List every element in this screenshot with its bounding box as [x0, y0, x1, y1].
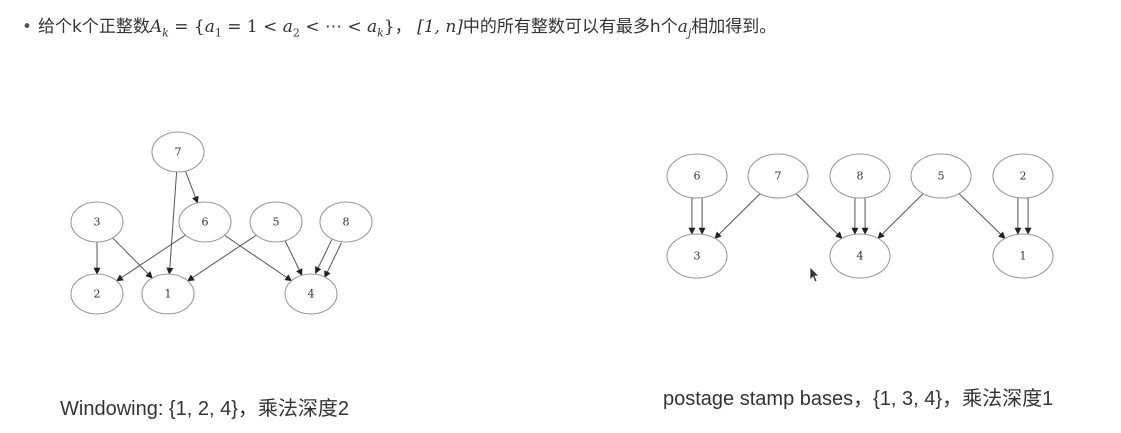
edge-6-to-2: [116, 234, 186, 282]
mouse-cursor-icon: [809, 266, 820, 283]
definition-text-before: 给个k个正整数: [38, 17, 150, 37]
node-7: 7: [151, 131, 205, 173]
edge-7-to-3: [714, 193, 761, 239]
node-7: 7: [747, 153, 809, 199]
edge-6-to-4: [224, 234, 293, 282]
edge-5-to-1: [958, 193, 1006, 239]
right-graph: 6 7 8 5 2 3 4 1: [666, 153, 1054, 279]
node-3-label: 3: [694, 250, 701, 263]
math-set-A: Ak = {a1 = 1 < a2 < ⋯ < ak}: [149, 17, 395, 40]
definition-text-mid: 中的所有整数可以有最多h个: [462, 17, 678, 37]
node-4-label: 4: [308, 288, 315, 301]
node-1: 1: [141, 273, 195, 315]
node-1-label: 1: [165, 288, 172, 301]
node-6: 6: [178, 201, 232, 243]
node-2: 2: [992, 153, 1054, 199]
definition-text-after: 相加得到。: [691, 17, 777, 37]
definition-separator: ，: [394, 17, 418, 37]
node-2-label: 2: [94, 288, 101, 301]
node-2: 2: [70, 273, 124, 315]
node-8-label: 8: [857, 170, 864, 183]
bullet-dot: •: [22, 17, 33, 37]
node-4-label: 4: [857, 250, 864, 263]
node-1-label: 1: [1020, 250, 1027, 263]
math-interval: [1, n]: [417, 17, 463, 37]
node-8: 8: [829, 153, 891, 199]
left-graph: 7 3 6 5 8 2 1 4: [70, 131, 373, 315]
node-5-label: 5: [273, 216, 280, 229]
math-aj: aj: [677, 17, 692, 40]
node-7-label: 7: [775, 170, 782, 183]
node-5: 5: [249, 201, 303, 243]
edge-5-to-4: [284, 240, 303, 276]
left-graph-caption: Windowing: {1, 2, 4}，乘法深度2: [60, 398, 350, 420]
node-3-label: 3: [94, 216, 101, 229]
node-1: 1: [992, 233, 1054, 279]
node-8: 8: [319, 201, 373, 243]
node-6: 6: [666, 153, 728, 199]
node-5-label: 5: [938, 170, 945, 183]
edge-5-to-4: [877, 193, 924, 239]
node-3: 3: [666, 233, 728, 279]
node-5: 5: [910, 153, 972, 199]
node-4: 4: [829, 233, 891, 279]
edge-3-to-1: [112, 237, 153, 279]
definition-line: •给个k个正整数Ak = {a1 = 1 < a2 < ⋯ < ak}， [1,…: [22, 12, 776, 39]
edge-7-to-6: [184, 170, 199, 204]
edge-7-to-1: [166, 171, 178, 275]
node-8-label: 8: [343, 216, 350, 229]
node-3: 3: [70, 201, 124, 243]
edge-8-to-4: [324, 242, 342, 278]
edge-5-to-1: [187, 234, 257, 282]
edge-7-to-4: [795, 193, 843, 239]
node-6-label: 6: [694, 170, 701, 183]
node-4: 4: [284, 273, 338, 315]
node-6-label: 6: [202, 216, 209, 229]
edge-8-to-4: [315, 238, 333, 274]
node-2-label: 2: [1020, 170, 1027, 183]
node-7-label: 7: [175, 146, 182, 159]
right-graph-caption: postage stamp bases，{1, 3, 4}，乘法深度1: [663, 388, 1054, 410]
